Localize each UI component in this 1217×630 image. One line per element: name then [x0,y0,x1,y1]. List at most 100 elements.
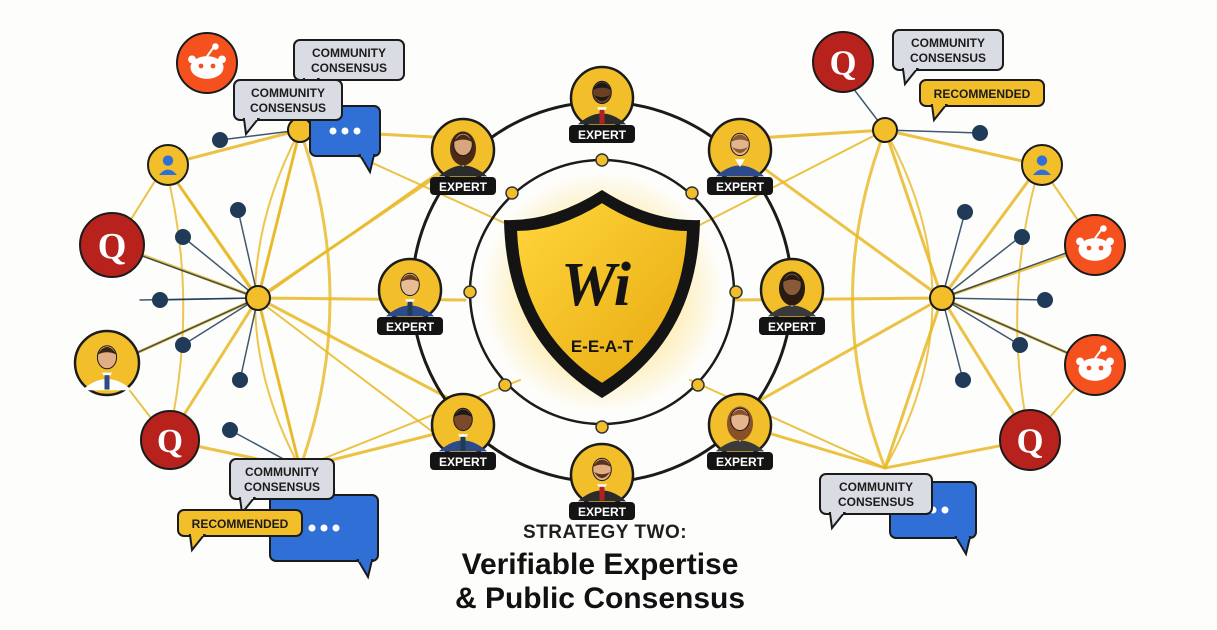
caption-title: Verifiable Expertise & Public Consensus [430,548,770,616]
ring-node-dot [595,420,609,434]
reddit-ear [1076,237,1084,246]
link-curve [298,129,332,469]
expert-label: EXPERT [768,320,817,334]
bubble-text: COMMUNITY [251,86,325,100]
bubble-body [919,79,1045,107]
bubble-body [892,29,1004,71]
avatar-hair [453,409,473,418]
bubble-text: COMMUNITY [911,36,985,50]
bubble-tail-cover [831,511,843,514]
bubble-tail [188,534,207,553]
avatar-body [715,440,765,452]
bubble-text: CONSENSUS [244,480,320,494]
bubble-text: CONSENSUS [311,61,387,75]
link-line [723,296,944,422]
reddit-antenna-line [1094,228,1103,239]
bubble-text: CONSENSUS [250,101,326,115]
reddit-eye [198,63,204,69]
expert-badge: EXPERT [569,502,635,520]
network-dot [222,422,238,438]
link-curve [164,164,185,441]
link-curve [1016,164,1041,441]
bubble-text: COMMUNITY [839,480,913,494]
user-body [159,169,177,175]
bubble-text: RECOMMENDED [192,517,289,531]
spoke-line [884,129,981,134]
spoke-line [182,297,259,346]
user-head [1036,155,1048,166]
ring-node-dot [498,378,512,392]
expert-badge-bg [377,317,443,335]
expert-avatar-icon [759,257,825,323]
bubble-tail [901,68,920,87]
quora-glyph: Q [157,423,183,460]
hub-logo-text: Wi [561,251,631,319]
bubble-body [293,39,405,81]
avatar-tie [599,109,605,124]
link-line [257,129,301,301]
chat-dot [353,127,361,135]
hub-node [245,285,271,311]
reddit-face [1078,238,1112,261]
bubble-tail-cover [933,103,945,106]
reddit-eye [1098,245,1104,251]
quora-icon: Q [79,212,145,278]
user-icon [147,144,189,186]
chat-tail-cover [361,153,373,157]
bubble-text: COMMUNITY [245,465,319,479]
expert-badge: EXPERT [569,125,635,143]
ring-node-dot [691,378,705,392]
reddit-icon [176,32,238,94]
quora-glyph: Q [830,45,857,83]
chat-dot [941,506,949,514]
reddit-eye [1086,245,1092,251]
user-avatar-icon [73,329,141,397]
network-dot [1014,229,1030,245]
user-head [162,155,174,166]
ring-node-dot [595,153,609,167]
expert-avatar-icon [377,257,443,323]
avatar-hair [782,274,802,283]
bubble-tail-cover [305,77,317,80]
link-line [257,299,301,469]
ring-node-dot [505,186,519,200]
reddit-face [190,56,224,79]
bubble-text: CONSENSUS [910,51,986,65]
bubble-tail-cover [904,67,916,70]
network-dot [212,132,228,148]
avatar-tie [460,436,466,451]
spoke-line [182,236,259,299]
expert-badge-bg [569,125,635,143]
bubble-text: RECOMMENDED [934,87,1031,101]
chat-tail-cover [957,535,969,539]
expert-label: EXPERT [578,505,627,519]
network-dot [1012,337,1028,353]
avatar-body [715,165,765,177]
hub-node [929,285,955,311]
expert-avatar-icon [707,117,773,183]
expert-badge-bg [430,452,496,470]
recommended-bubble: RECOMMENDED [177,509,303,553]
expert-avatar-icon [430,392,496,458]
expert-badge: EXPERT [707,452,773,470]
chat-dot [332,524,340,532]
expert-avatar-icon [569,442,635,508]
link-line [883,128,944,300]
hub-label: E-E-A-T [571,337,634,356]
reddit-ear [218,55,226,64]
user-icon [1021,144,1063,186]
reddit-eye [1098,365,1104,371]
avatar-body [767,305,817,317]
spoke-line [941,297,964,381]
expert-badge-bg [707,177,773,195]
reddit-eye [210,63,216,69]
spoke-line [941,297,1046,301]
caption-title-line2: & Public Consensus [454,582,746,615]
reddit-antenna-line [1094,348,1103,359]
spoke-line [219,129,301,141]
